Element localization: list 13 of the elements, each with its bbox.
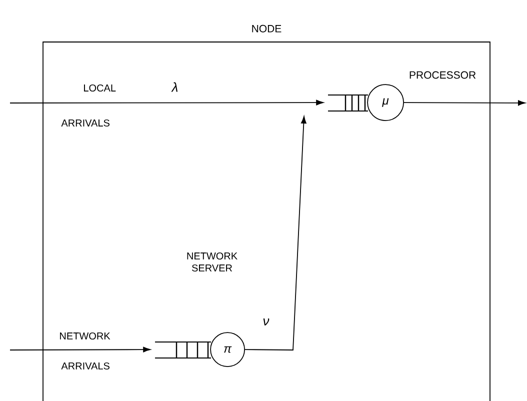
text-label: NETWORK SERVER <box>187 252 238 272</box>
text-label: ARRIVALS <box>61 119 110 127</box>
arrow <box>10 100 324 106</box>
node-label: NODE <box>252 24 282 32</box>
text-label: ν <box>263 318 270 326</box>
arrow <box>244 116 306 350</box>
arrow <box>10 346 150 352</box>
text-label: LOCAL <box>84 84 116 92</box>
text-label: λ <box>171 82 178 92</box>
arrow <box>404 100 526 106</box>
text-label: NETWORK <box>60 332 110 340</box>
server-label: PROCESSOR <box>410 71 476 79</box>
text-label: ARRIVALS <box>61 362 110 370</box>
